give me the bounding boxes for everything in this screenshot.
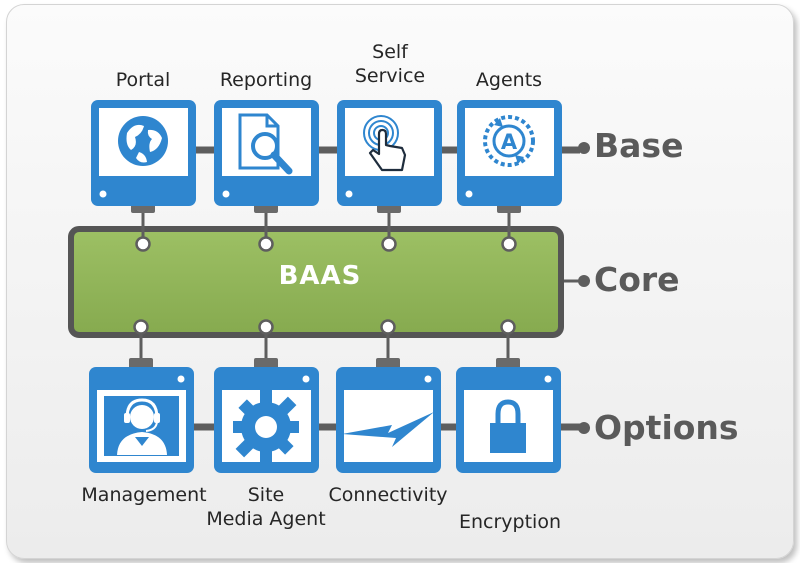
gear-icon [233,390,299,464]
base-module-agents: A [457,100,562,252]
options-module-encryption [456,319,561,473]
options-module-site-media-agent [214,319,319,473]
touch-hand-icon [363,115,407,172]
base-module-reporting [214,100,319,252]
headset-user-icon [104,396,179,456]
agent-cycle-icon: A [483,115,535,167]
base-label-agents: Agents [475,69,543,91]
base-label-reporting: Reporting [219,69,313,91]
globe-icon [118,116,168,166]
options-label-management: Management [81,484,207,506]
svg-text:A: A [501,130,518,154]
core-bar [68,226,564,338]
report-search-icon [238,113,293,175]
core-tier-leader [562,275,590,287]
options-tier-leader [558,422,590,434]
options-label-encryption: Encryption [458,511,561,533]
options-label-connectivity: Connectivity [328,484,448,506]
lock-icon [490,399,526,453]
base-module-portal [91,100,196,252]
core-bar-label: BAAS [278,261,362,291]
tier-label-options: Options [594,408,739,447]
base-label-portal: Portal [115,69,171,91]
options-module-connectivity [336,319,441,473]
base-module-self-service [337,100,442,252]
lightning-icon [342,412,434,447]
options-module-management [89,319,194,473]
tier-label-base: Base [594,126,684,165]
tier-label-core: Core [594,260,680,299]
